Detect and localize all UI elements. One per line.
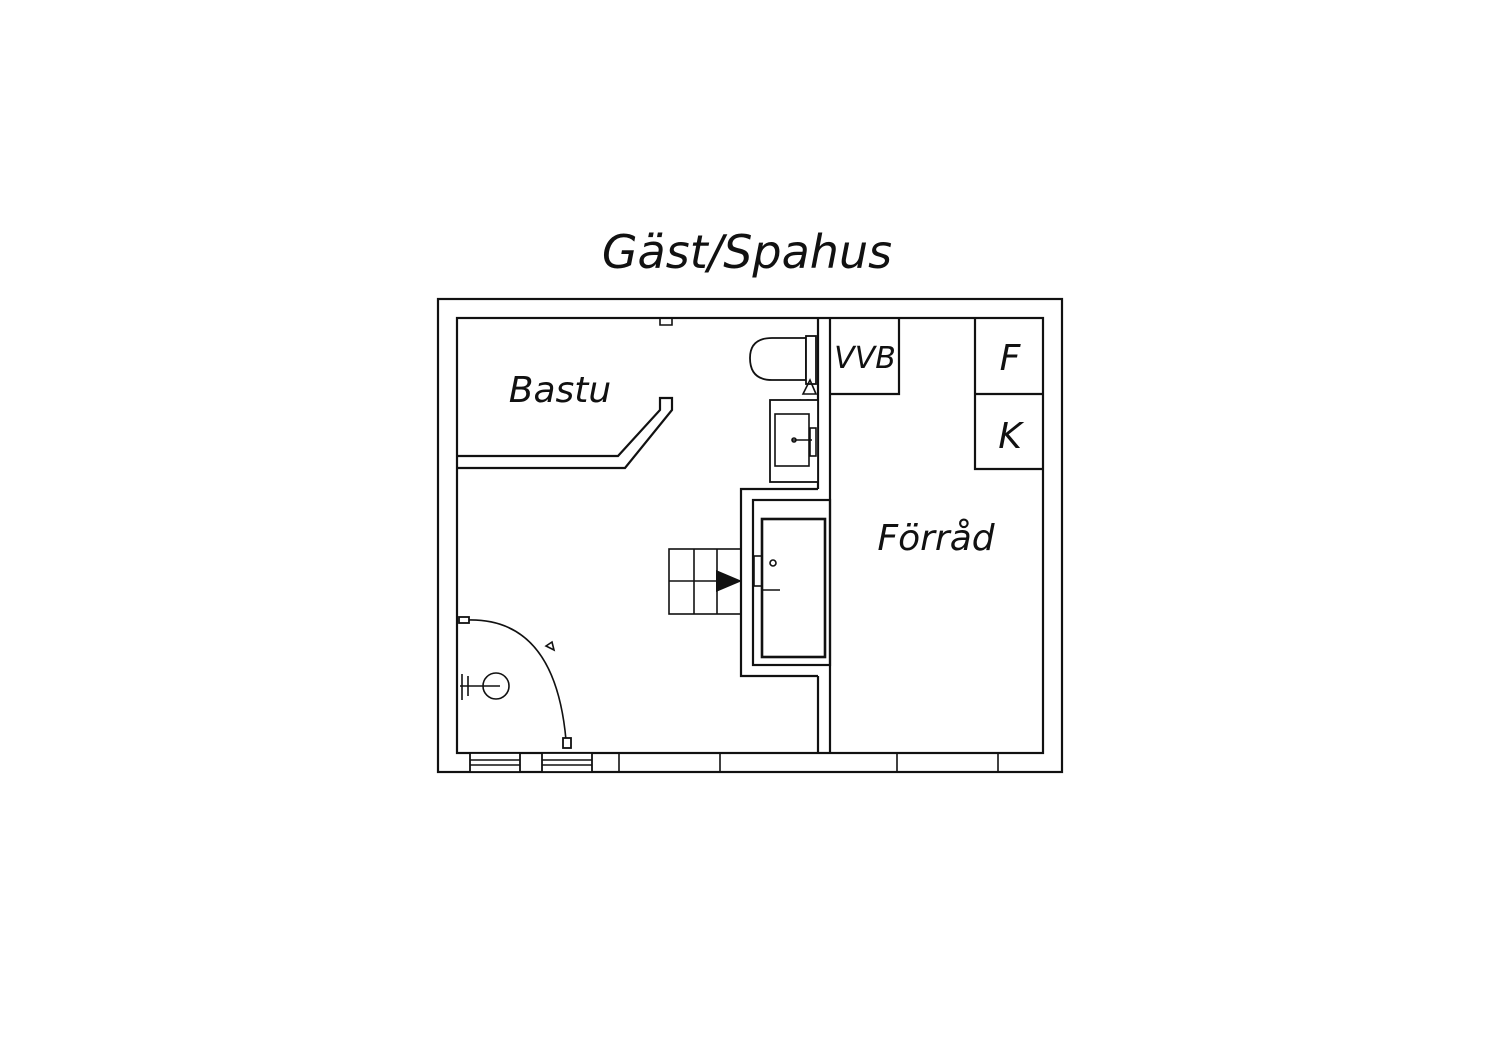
f-k-boxes	[973, 318, 1043, 471]
stairs-arrow-icon	[716, 570, 742, 592]
stairs-icon	[668, 548, 742, 615]
door-openings	[719, 753, 999, 772]
room-label-forrad: Förråd	[877, 518, 995, 559]
shower-icon	[458, 616, 572, 749]
shower-niche	[739, 487, 832, 678]
vvb-box	[830, 318, 901, 396]
sauna-walls	[457, 396, 674, 470]
toilet-icon	[749, 335, 818, 417]
plan-title: Gäst/Spahus	[602, 225, 892, 279]
label-k: K	[998, 416, 1024, 457]
label-vvb: VVB	[834, 341, 896, 376]
sink-icon	[769, 399, 819, 483]
label-f: F	[1000, 338, 1022, 379]
room-label-bastu: Bastu	[509, 370, 611, 411]
outer-walls	[436, 297, 1064, 774]
window-icon	[469, 752, 620, 773]
